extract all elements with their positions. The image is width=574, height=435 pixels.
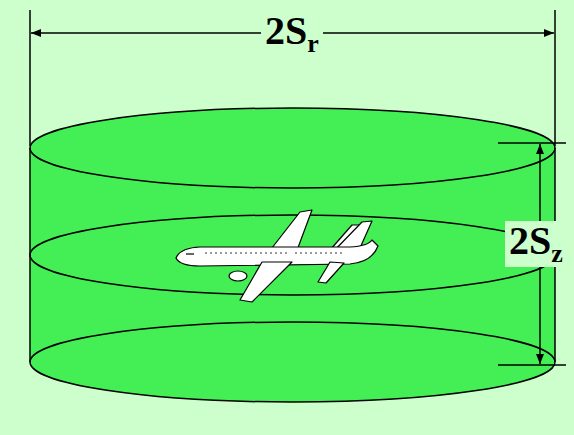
airplane <box>176 210 378 302</box>
dimension-label: 2Sz <box>505 221 567 267</box>
dimension-subscript: r <box>307 29 319 58</box>
dimension-text: 2S <box>265 8 307 53</box>
height-dimension <box>498 143 566 365</box>
cylinder <box>30 108 555 402</box>
dimension-label: 2Sr <box>261 11 323 57</box>
dimension-text: 2S <box>509 218 551 263</box>
dimension-subscript: z <box>551 239 563 268</box>
